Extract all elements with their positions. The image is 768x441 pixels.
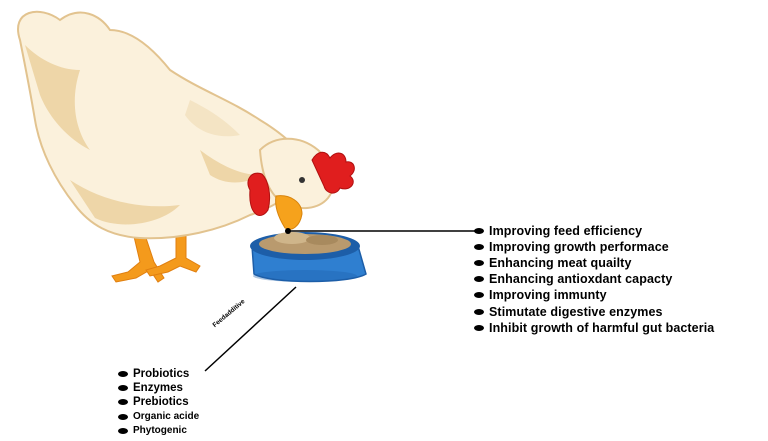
- bullet-icon: [118, 414, 128, 420]
- bullet-icon: [474, 276, 484, 282]
- list-item: Improving feed efficiency: [474, 223, 714, 239]
- chicken-head: [248, 139, 354, 229]
- feed-bowl: [250, 232, 366, 282]
- additives-connector: [205, 287, 296, 371]
- list-item: Enzymes: [118, 381, 199, 395]
- bullet-icon: [474, 292, 484, 298]
- list-item: Probiotics: [118, 367, 199, 381]
- bullet-icon: [118, 428, 128, 434]
- bullet-icon: [474, 228, 484, 234]
- benefits-list: Improving feed efficiency Improving grow…: [474, 223, 714, 336]
- eye-icon: [299, 177, 305, 183]
- bullet-icon: [118, 371, 128, 377]
- additives-list: Probiotics Enzymes Prebiotics Organic ac…: [118, 367, 199, 438]
- list-item: Organic acide: [118, 410, 199, 424]
- bullet-icon: [474, 260, 484, 266]
- list-item: Enhancing antioxdant capacty: [474, 271, 714, 287]
- bullet-icon: [118, 385, 128, 391]
- bullet-icon: [474, 244, 484, 250]
- list-item: Improving growth performace: [474, 239, 714, 255]
- list-item: Improving immunty: [474, 287, 714, 303]
- list-item: Enhancing meat quailty: [474, 255, 714, 271]
- bullet-icon: [474, 325, 484, 331]
- bullet-icon: [474, 309, 484, 315]
- list-item: Stimutate digestive enzymes: [474, 303, 714, 319]
- list-item: Prebiotics: [118, 395, 199, 409]
- list-item: Inhibit growth of harmful gut bacteria: [474, 320, 714, 336]
- bullet-icon: [118, 399, 128, 405]
- list-item: Phytogenic: [118, 424, 199, 438]
- connector-dot: [285, 228, 291, 234]
